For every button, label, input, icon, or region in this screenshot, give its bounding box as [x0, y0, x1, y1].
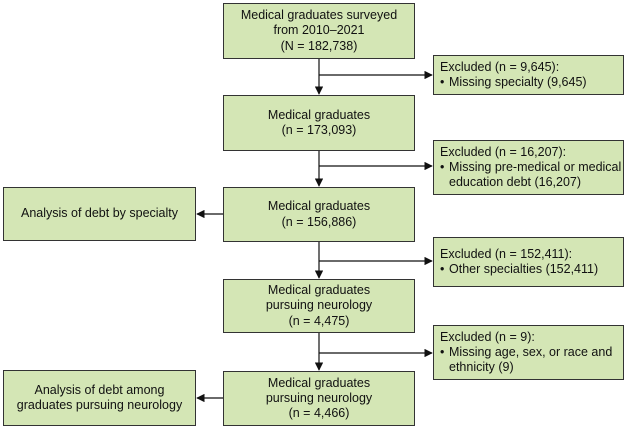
exclusion-3-item-text: Other specialties (152,411): [449, 262, 599, 276]
exclusion-4-item-text-2: ethnicity (9): [449, 360, 514, 375]
box-step-2-line-1: Medical graduates: [267, 107, 371, 122]
box-surveyed: Medical graduates surveyed from 2010–202…: [223, 3, 415, 59]
box-step-5-line-1: Medical graduates: [267, 375, 371, 390]
box-step-5-line-3: (n = 4,466): [288, 406, 350, 421]
bullet-icon: •: [440, 344, 445, 359]
exclusion-1-item-text: Missing specialty (9,645): [449, 75, 587, 89]
box-step-2-line-2: (n = 173,093): [281, 123, 357, 137]
analysis-1-line-1: Analysis of debt by specialty: [20, 206, 179, 221]
box-step-4-line-2: pursuing neurology: [265, 298, 373, 313]
bullet-icon: •: [440, 159, 445, 174]
exclusion-3-item: • Other specialties (152,411): [440, 262, 598, 277]
exclusion-2-item-text-2: education debt (16,207): [449, 175, 582, 190]
box-surveyed-line-1: Medical graduates surveyed: [240, 8, 398, 23]
analysis-box-specialty: Analysis of debt by specialty: [3, 187, 196, 241]
box-step-3: Medical graduates (n = 156,886): [223, 187, 415, 242]
box-step-5: Medical graduates pursuing neurology (n …: [223, 371, 415, 426]
exclusion-2-title: Excluded (n = 16,207):: [440, 144, 567, 159]
box-surveyed-line-3: (N = 182,738): [280, 38, 358, 53]
box-step-2: Medical graduates (n = 173,093): [223, 95, 415, 151]
box-step-3-line-2: (n = 156,886): [281, 214, 357, 229]
analysis-2-line-2: graduates pursuing neurology: [16, 398, 183, 412]
analysis-2-line-1: Analysis of debt among: [34, 382, 165, 397]
box-step-4-line-3: (n = 4,475): [288, 313, 350, 328]
exclusion-box-2: Excluded (n = 16,207): • Missing pre-medi…: [433, 140, 624, 195]
box-step-3-line-1: Medical graduates: [267, 199, 371, 214]
box-step-4-line-1: Medical graduates: [267, 283, 371, 298]
bullet-icon: •: [440, 75, 445, 89]
bullet-icon: •: [440, 262, 445, 276]
exclusion-1-title: Excluded (n = 9,645):: [440, 59, 560, 74]
exclusion-1-item: • Missing specialty (9,645): [440, 75, 587, 90]
exclusion-4-item: • Missing age, sex, or race and: [440, 345, 612, 360]
box-step-5-line-2: pursuing neurology: [265, 390, 373, 405]
box-step-4: Medical graduates pursuing neurology (n …: [223, 279, 415, 333]
exclusion-3-title: Excluded (n = 152,411):: [440, 246, 573, 261]
analysis-box-neurology: Analysis of debt among graduates pursuin…: [3, 370, 196, 426]
exclusion-2-item-text-1: Missing pre-medical or medical: [449, 159, 622, 174]
exclusion-2-item: • Missing pre-medical or medical: [440, 160, 621, 175]
exclusion-4-title: Excluded (n = 9):: [440, 329, 535, 344]
exclusion-box-4: Excluded (n = 9): • Missing age, sex, or …: [433, 325, 624, 380]
box-surveyed-line-2: from 2010–2021: [273, 23, 365, 38]
exclusion-box-1: Excluded (n = 9,645): • Missing specialty…: [433, 55, 624, 95]
exclusion-4-item-text-1: Missing age, sex, or race and: [449, 344, 613, 359]
exclusion-box-3: Excluded (n = 152,411): • Other specialti…: [433, 237, 624, 287]
